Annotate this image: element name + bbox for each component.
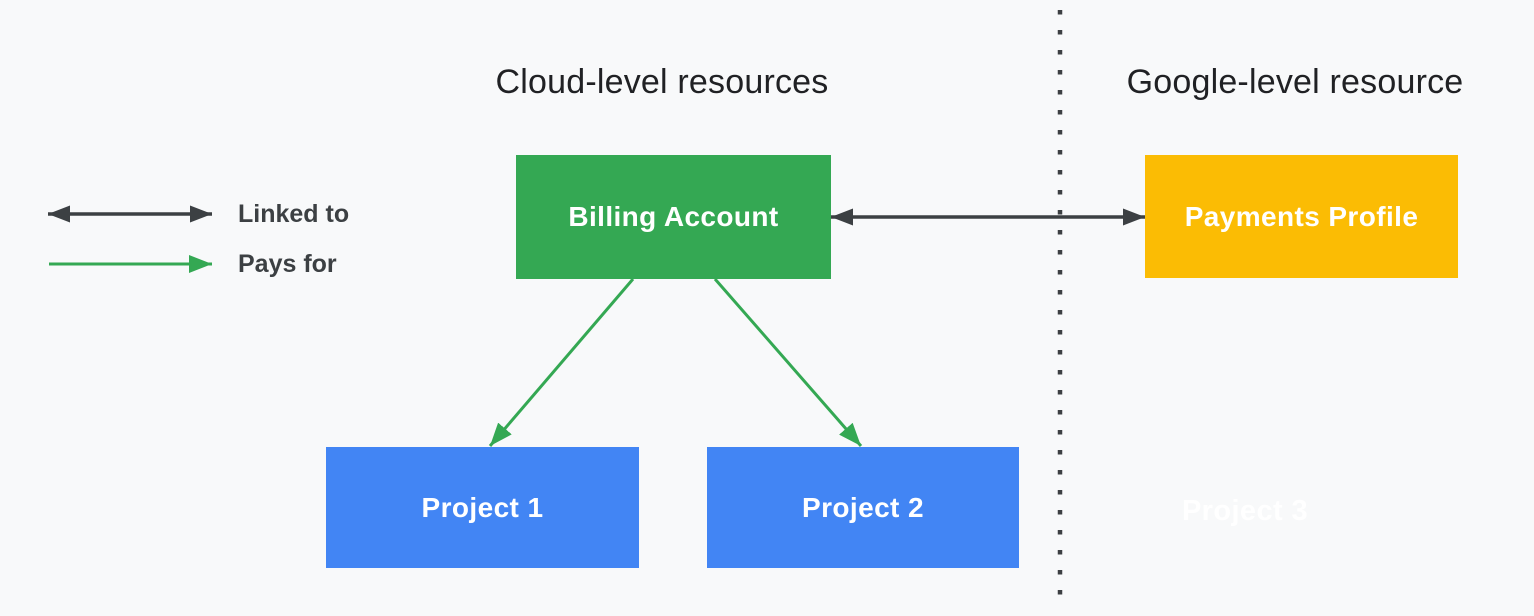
project-1-node: Project 1 — [326, 447, 639, 568]
payments-profile-label: Payments Profile — [1184, 200, 1419, 232]
payments-profile-node: Payments Profile — [1145, 155, 1458, 278]
billing-account-node: Billing Account — [516, 155, 831, 279]
google-level-heading: Google-level resource — [1126, 63, 1464, 101]
pays-for-arrow-project1 — [488, 278, 635, 447]
project-2-label: Project 2 — [802, 491, 924, 523]
project-1-label: Project 1 — [421, 491, 544, 523]
project-3-ghost-label: Project 3 — [1181, 494, 1309, 527]
pays-for-arrow-project2 — [713, 278, 863, 447]
cloud-level-heading: Cloud-level resources — [495, 63, 829, 101]
legend-linked-to-label: Linked to — [238, 200, 350, 228]
billing-account-label: Billing Account — [568, 201, 779, 232]
project-2-node: Project 2 — [707, 447, 1019, 568]
legend-pays-for-label: Pays for — [238, 250, 337, 278]
